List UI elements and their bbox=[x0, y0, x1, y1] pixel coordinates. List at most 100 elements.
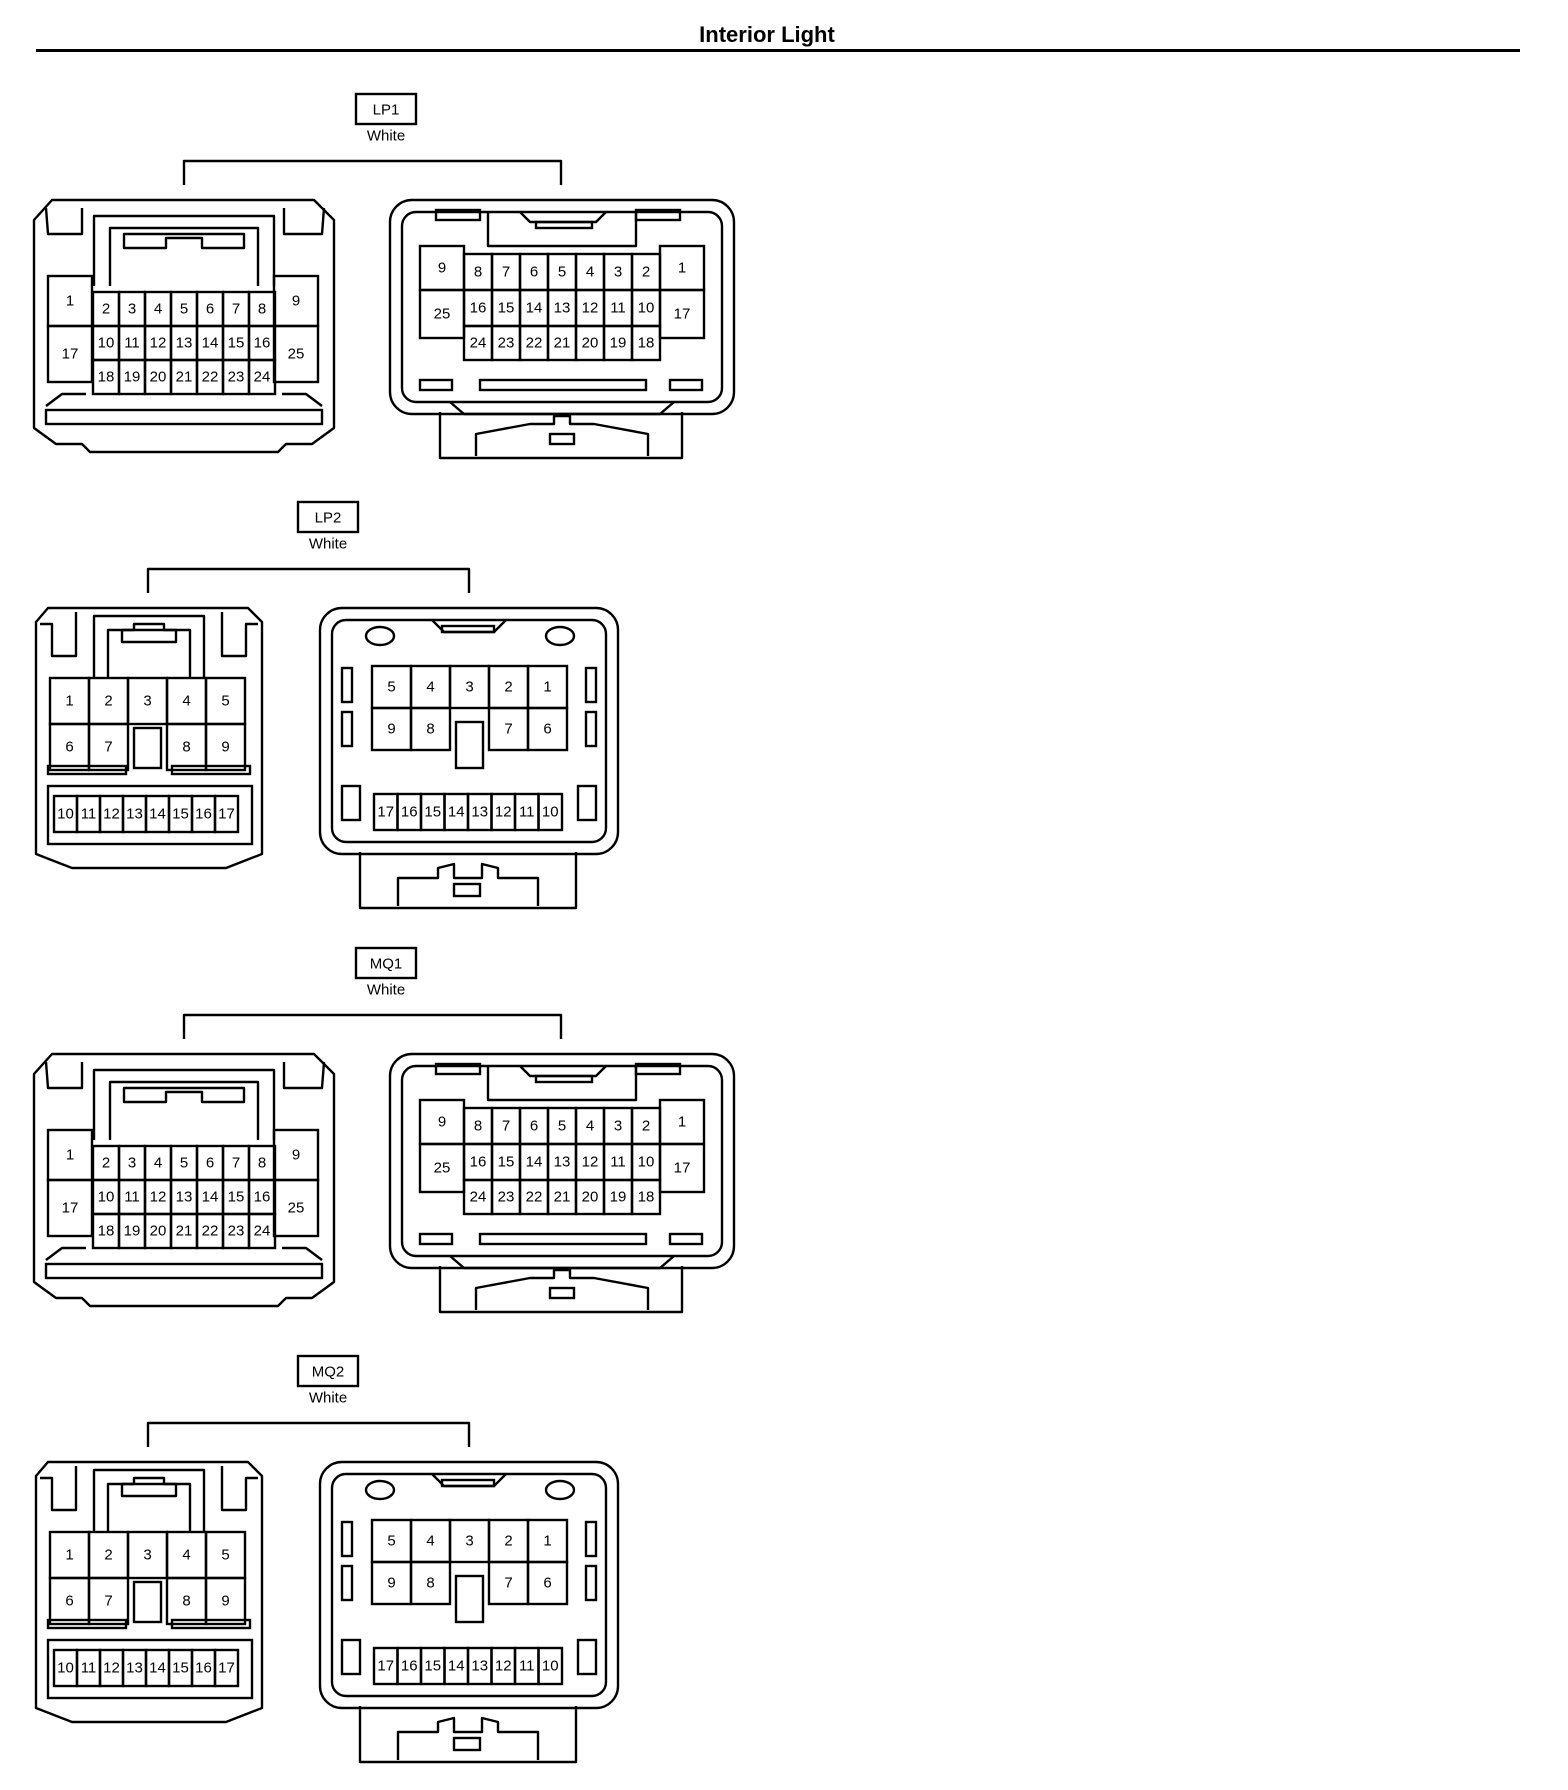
pin-cavity bbox=[537, 1646, 564, 1686]
pin-cell: 5 bbox=[370, 1518, 413, 1564]
pin-number: 18 bbox=[638, 335, 655, 352]
pin-cavity bbox=[87, 1576, 130, 1626]
housing-outline bbox=[34, 1460, 264, 1724]
pin-cell: 7 bbox=[221, 290, 251, 328]
pin-cell: 2 bbox=[87, 1530, 130, 1580]
pin-cell: 8 bbox=[247, 1144, 277, 1182]
pin-number: 12 bbox=[150, 1189, 167, 1206]
housing-outline bbox=[45, 1246, 86, 1261]
pin-number: 23 bbox=[498, 1189, 515, 1206]
housing-outline bbox=[92, 1068, 276, 1140]
pin-cell: 15 bbox=[221, 324, 251, 362]
connector-color: White bbox=[309, 536, 347, 553]
pin-number: 15 bbox=[424, 1658, 441, 1675]
pin-number: 14 bbox=[149, 1660, 166, 1677]
pin-cell: 6 bbox=[48, 1576, 91, 1626]
pin-number: 1 bbox=[678, 1114, 686, 1131]
pin-cell: 13 bbox=[546, 1142, 578, 1182]
pin-number: 15 bbox=[228, 335, 245, 352]
pin-number: 14 bbox=[202, 1189, 219, 1206]
pin-cell: 16 bbox=[247, 324, 277, 362]
housing-detail bbox=[548, 432, 576, 446]
pin-cell: 22 bbox=[195, 358, 225, 396]
pin-cell: 2 bbox=[487, 664, 530, 710]
pin-cell: 9 bbox=[370, 706, 413, 752]
pin-cell: 4 bbox=[165, 1530, 208, 1580]
pin-cell: 17 bbox=[213, 794, 240, 834]
pin-cell: 21 bbox=[546, 1178, 578, 1216]
pin-number: 5 bbox=[180, 1155, 188, 1172]
connector-group-lp1: LP1White11792521018311194122051321614227… bbox=[32, 92, 736, 460]
pin-cell: 21 bbox=[169, 358, 199, 396]
pin-cell: 19 bbox=[602, 1178, 634, 1216]
housing-detail bbox=[668, 1232, 704, 1246]
housing-detail bbox=[440, 624, 496, 634]
pin-cavity bbox=[213, 794, 240, 834]
male-connector: 1179252101831119412205132161422715238162… bbox=[32, 1052, 336, 1308]
pin-number: 13 bbox=[126, 806, 143, 823]
housing-detail bbox=[478, 1232, 648, 1246]
key-slot bbox=[132, 726, 163, 770]
pin-number: 25 bbox=[288, 1200, 305, 1217]
pin-number: 8 bbox=[426, 721, 434, 738]
pin-number: 17 bbox=[62, 346, 79, 363]
pin-number: 10 bbox=[638, 1154, 655, 1171]
pin-cell: 17 bbox=[372, 792, 399, 832]
pin-cell: 3 bbox=[117, 1144, 147, 1182]
pin-cell: 12 bbox=[98, 1648, 125, 1688]
pin-cell: 14 bbox=[443, 1646, 470, 1686]
pin-cell: 19 bbox=[602, 324, 634, 362]
housing-detail bbox=[46, 1638, 254, 1700]
pin-number: 19 bbox=[124, 369, 141, 386]
pin-number: 6 bbox=[206, 1155, 214, 1172]
pin-number: 11 bbox=[610, 1154, 626, 1171]
pin-number: 14 bbox=[526, 1154, 543, 1171]
pin-cell: 15 bbox=[490, 1142, 522, 1182]
housing-detail bbox=[452, 882, 482, 898]
pin-cell: 3 bbox=[126, 1530, 169, 1580]
pin-cavity bbox=[630, 324, 662, 362]
pin-number: 20 bbox=[150, 369, 167, 386]
pin-number: 5 bbox=[221, 693, 229, 710]
pin-cell: 8 bbox=[409, 706, 452, 752]
pin-cell: 11 bbox=[602, 1142, 634, 1182]
housing-inner bbox=[400, 210, 724, 404]
housing-detail bbox=[44, 1262, 324, 1280]
pin-number: 8 bbox=[474, 264, 482, 281]
pin-number: 6 bbox=[65, 1593, 73, 1610]
pin-cell: 16 bbox=[462, 1142, 494, 1182]
key-slot bbox=[132, 1580, 163, 1624]
connector-code: MQ2 bbox=[312, 1364, 345, 1381]
pin-cavity bbox=[204, 722, 247, 772]
pin-cell: 14 bbox=[144, 794, 171, 834]
pin-number: 17 bbox=[674, 306, 691, 323]
pin-cell: 7 bbox=[87, 1576, 130, 1626]
pin-number: 22 bbox=[202, 1223, 219, 1240]
pin-cell: 9 bbox=[204, 1576, 247, 1626]
pin-cavity bbox=[204, 1576, 247, 1626]
pin-number: 12 bbox=[103, 806, 120, 823]
pin-number: 9 bbox=[438, 260, 446, 277]
pin-cavity bbox=[526, 1560, 569, 1606]
connector-bracket bbox=[146, 567, 471, 593]
housing-outline bbox=[220, 1466, 258, 1512]
housing-detail bbox=[584, 710, 598, 748]
pin-number: 9 bbox=[387, 1575, 395, 1592]
pin-number: 10 bbox=[98, 335, 115, 352]
pin-cell: 18 bbox=[630, 324, 662, 362]
pin-cell: 5 bbox=[169, 290, 199, 328]
pin-cell: 5 bbox=[204, 676, 247, 726]
housing-detail bbox=[44, 408, 324, 426]
housing-outline bbox=[106, 628, 192, 678]
pin-number: 16 bbox=[254, 335, 271, 352]
pin-cell: 3 bbox=[602, 1106, 634, 1146]
pin-cell: 8 bbox=[409, 1560, 452, 1606]
pin-number: 13 bbox=[176, 1189, 193, 1206]
pin-cell: 17 bbox=[372, 1646, 399, 1686]
connector-color: White bbox=[367, 982, 405, 999]
pin-number: 11 bbox=[519, 804, 535, 821]
pin-cell: 23 bbox=[490, 324, 522, 362]
pin-number: 16 bbox=[470, 300, 487, 317]
pin-cell: 10 bbox=[52, 794, 79, 834]
